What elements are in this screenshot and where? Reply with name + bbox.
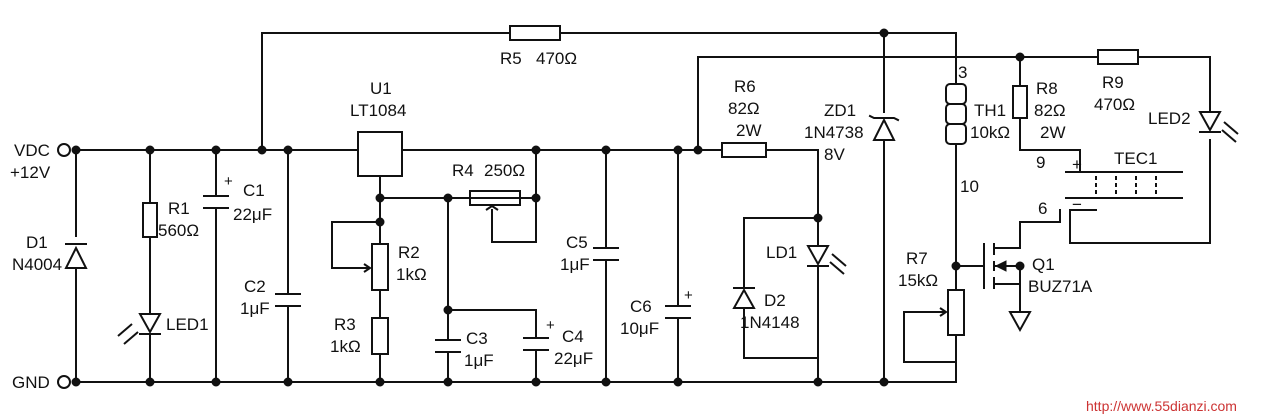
pin-10: 10 (960, 177, 979, 196)
q1-ref: Q1 (1032, 255, 1055, 274)
c4-ref: C4 (562, 327, 584, 346)
mosfet-q1: Q1 BUZ71A (983, 242, 1093, 333)
capacitor-c1: + C1 22μF (203, 173, 272, 224)
r5-ref: R5 (500, 49, 522, 68)
gnd-terminal: GND (12, 373, 71, 392)
c1-plus: + (224, 173, 233, 190)
c4-plus: + (546, 317, 555, 334)
c3-value: 1μF (464, 351, 494, 370)
c1-ref: C1 (243, 181, 265, 200)
tec1-minus: − (1072, 195, 1082, 214)
vdc-terminal: VDC +12V (10, 141, 71, 182)
capacitor-c2: C2 1μF (240, 277, 301, 318)
r6-power: 2W (736, 121, 762, 140)
r4-ref: R4 (452, 161, 474, 180)
led-led1: LED1 (117, 313, 209, 345)
r7-ref: R7 (906, 249, 928, 268)
tec1-ref: TEC1 (1114, 149, 1157, 168)
led2-ref: LED2 (1148, 109, 1191, 128)
resistor-r1: R1 560Ω (142, 199, 199, 240)
d1-value: N4004 (12, 255, 62, 274)
resistor-r6: R6 82Ω 2W (721, 77, 767, 158)
ld1-ref: LD1 (766, 243, 797, 262)
potentiometer-r7: R7 15kΩ (898, 249, 965, 336)
wires (75, 32, 1211, 383)
r8-ref: R8 (1036, 79, 1058, 98)
tec1-plus: + (1072, 155, 1082, 174)
tec-module-tec1: TEC1 + − 6 (1038, 149, 1183, 218)
r6-value: 82Ω (728, 99, 760, 118)
c1-value: 22μF (233, 205, 272, 224)
resistor-r3: R3 1kΩ (330, 315, 389, 356)
r2-value: 1kΩ (396, 265, 427, 284)
zener-zd1: ZD1 1N4738 8V (804, 101, 900, 164)
junctions (71, 28, 1025, 387)
vdc-value: +12V (10, 163, 51, 182)
potentiometer-r4: R4 250Ω (447, 161, 537, 211)
c3-ref: C3 (466, 329, 488, 348)
resistor-r8: R8 82Ω 2W 9 (1012, 79, 1066, 172)
d1-ref: D1 (26, 233, 48, 252)
c5-ref: C5 (566, 233, 588, 252)
led-led2: LED2 (1148, 109, 1239, 143)
d2-value: 1N4148 (740, 313, 800, 332)
c6-ref: C6 (630, 297, 652, 316)
laser-diode-ld1: LD1 (766, 243, 847, 275)
r1-ref: R1 (168, 199, 190, 218)
c6-plus: + (684, 287, 693, 304)
diode-d2: D2 1N4148 (732, 287, 800, 332)
gnd-label: GND (12, 373, 50, 392)
r1-value: 560Ω (158, 221, 199, 240)
r3-ref: R3 (334, 315, 356, 334)
regulator-u1: U1 LT1084 (350, 79, 406, 177)
r9-value: 470Ω (1094, 95, 1135, 114)
r7-value: 15kΩ (898, 271, 938, 290)
capacitor-c6: + C6 10μF (620, 287, 693, 338)
q1-value: BUZ71A (1028, 277, 1093, 296)
c2-ref: C2 (244, 277, 266, 296)
capacitor-c5: C5 1μF (560, 233, 619, 274)
zd1-voltage: 8V (824, 145, 845, 164)
c5-value: 1μF (560, 255, 590, 274)
c6-value: 10μF (620, 319, 659, 338)
r3-value: 1kΩ (330, 337, 361, 356)
c4-value: 22μF (554, 349, 593, 368)
capacitor-c4: + C4 22μF (523, 317, 593, 368)
u1-ref: U1 (370, 79, 392, 98)
th1-value: 10kΩ (970, 123, 1010, 142)
pin-9: 9 (1036, 153, 1045, 172)
r8-power: 2W (1040, 123, 1066, 142)
r6-ref: R6 (734, 77, 756, 96)
pin-6: 6 (1038, 199, 1047, 218)
vdc-label: VDC (14, 141, 50, 160)
r4-value: 250Ω (484, 161, 525, 180)
r9-ref: R9 (1102, 73, 1124, 92)
th1-pin: 3 (958, 63, 967, 82)
c2-value: 1μF (240, 299, 270, 318)
thermistor-th1: 3 TH1 10kΩ 10 (945, 61, 1010, 196)
zd1-ref: ZD1 (824, 101, 856, 120)
r8-value: 82Ω (1034, 101, 1066, 120)
resistor-r2: R2 1kΩ (363, 243, 427, 291)
th1-ref: TH1 (974, 101, 1006, 120)
diode-d1: D1 N4004 (12, 233, 88, 274)
capacitor-c3: C3 1μF (435, 329, 494, 370)
resistor-r5: R5 470Ω (500, 25, 577, 68)
led1-ref: LED1 (166, 315, 209, 334)
zd1-value: 1N4738 (804, 123, 864, 142)
d2-ref: D2 (764, 291, 786, 310)
resistor-r9: R9 470Ω (1094, 49, 1139, 114)
u1-value: LT1084 (350, 101, 406, 120)
r5-value: 470Ω (536, 49, 577, 68)
r2-ref: R2 (398, 243, 420, 262)
watermark-text: http://www.55dianzi.com (1086, 398, 1237, 414)
